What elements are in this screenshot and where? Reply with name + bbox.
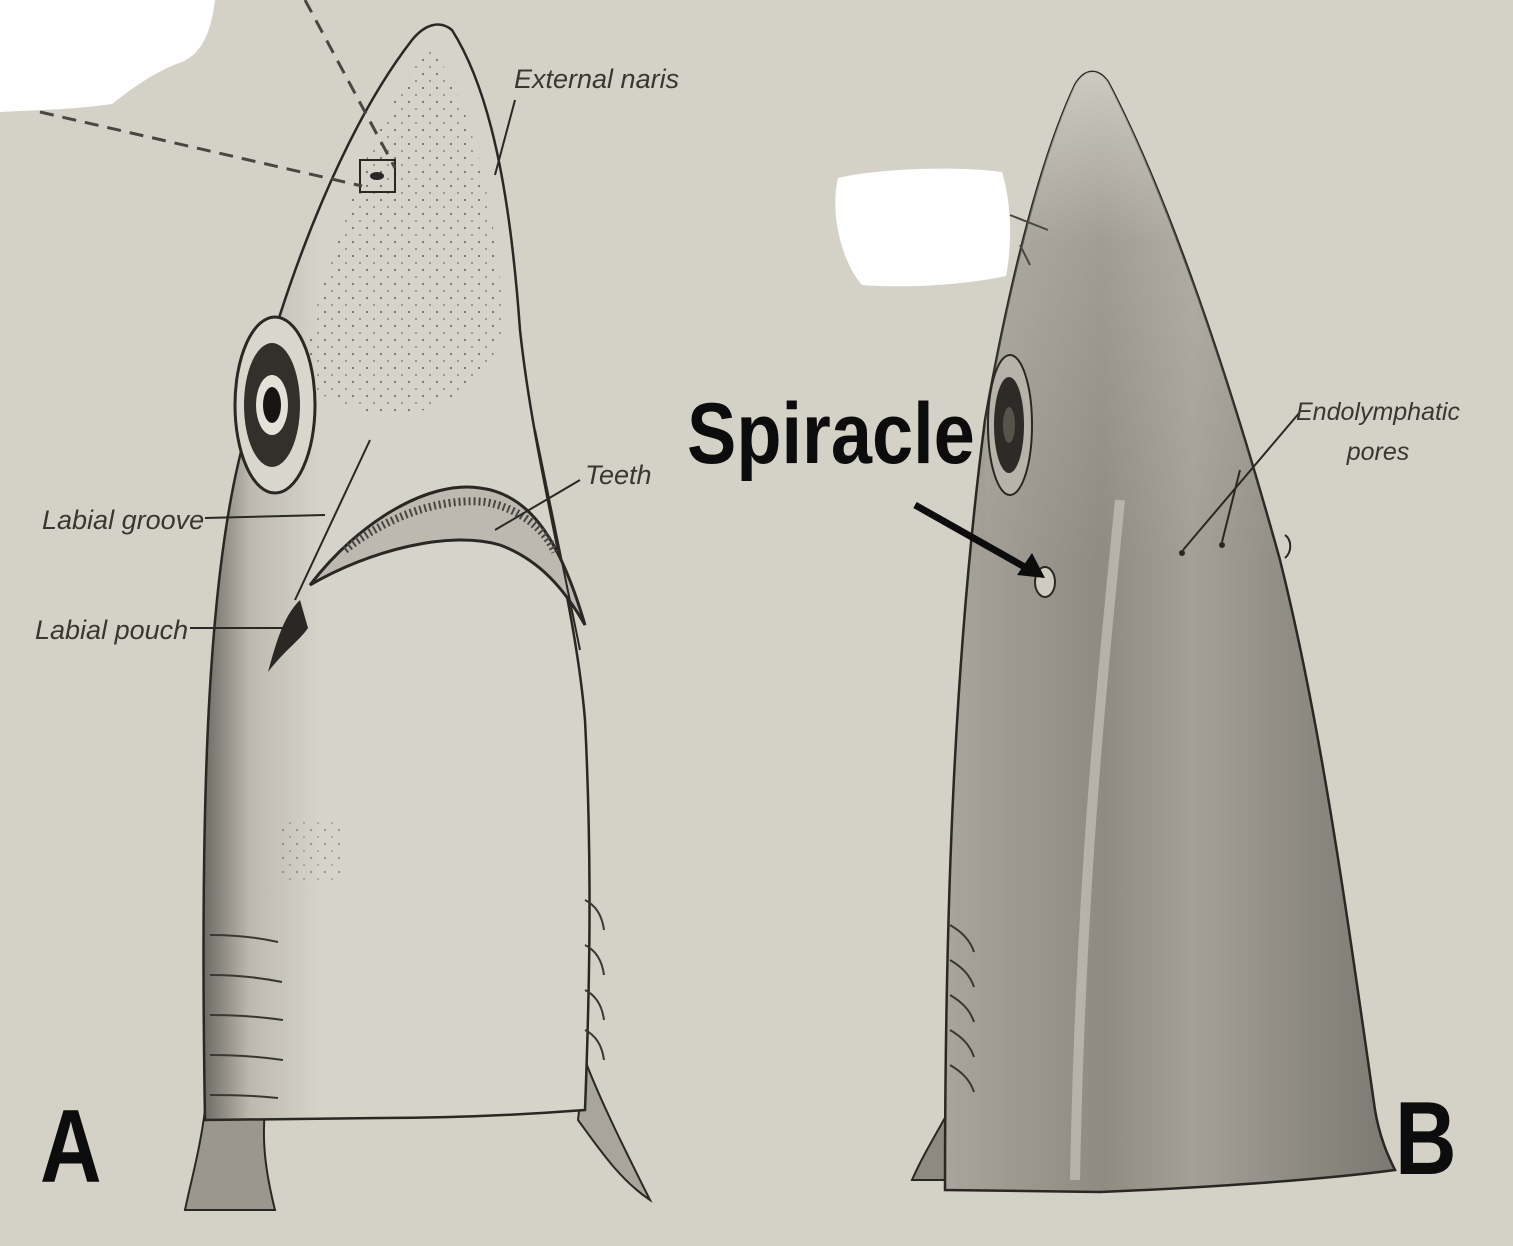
fin-left-a <box>185 1110 275 1210</box>
leader-external-naris <box>495 100 515 175</box>
label-endolymphatic-pores: Endolymphatic pores <box>1296 392 1460 472</box>
label-endolymphatic-line2: pores <box>1296 432 1460 472</box>
label-spiracle: Spiracle <box>687 385 975 484</box>
redaction-patch-b <box>835 169 1010 287</box>
label-labial-pouch: Labial pouch <box>35 615 188 646</box>
eye-core-a <box>263 387 281 423</box>
dashed-leader-2 <box>40 112 362 186</box>
endolymphatic-pore-2 <box>1219 542 1225 548</box>
panel-a-ventral-view <box>40 0 650 1210</box>
label-endolymphatic-line1: Endolymphatic <box>1296 392 1460 432</box>
fin-right-a <box>578 1060 650 1200</box>
eye-core-b <box>1003 407 1015 443</box>
redaction-patch-top-left <box>0 0 215 112</box>
pore-mark-right <box>1285 535 1290 558</box>
naris-mark <box>370 172 384 180</box>
label-teeth: Teeth <box>585 460 652 491</box>
jaw-stipple-a <box>280 820 345 880</box>
panel-letter-b: B <box>1395 1080 1457 1199</box>
label-labial-groove: Labial groove <box>42 505 204 536</box>
label-external-naris: External naris <box>514 64 679 95</box>
endolymphatic-pore-1 <box>1179 550 1185 556</box>
panel-letter-a: A <box>40 1088 102 1207</box>
